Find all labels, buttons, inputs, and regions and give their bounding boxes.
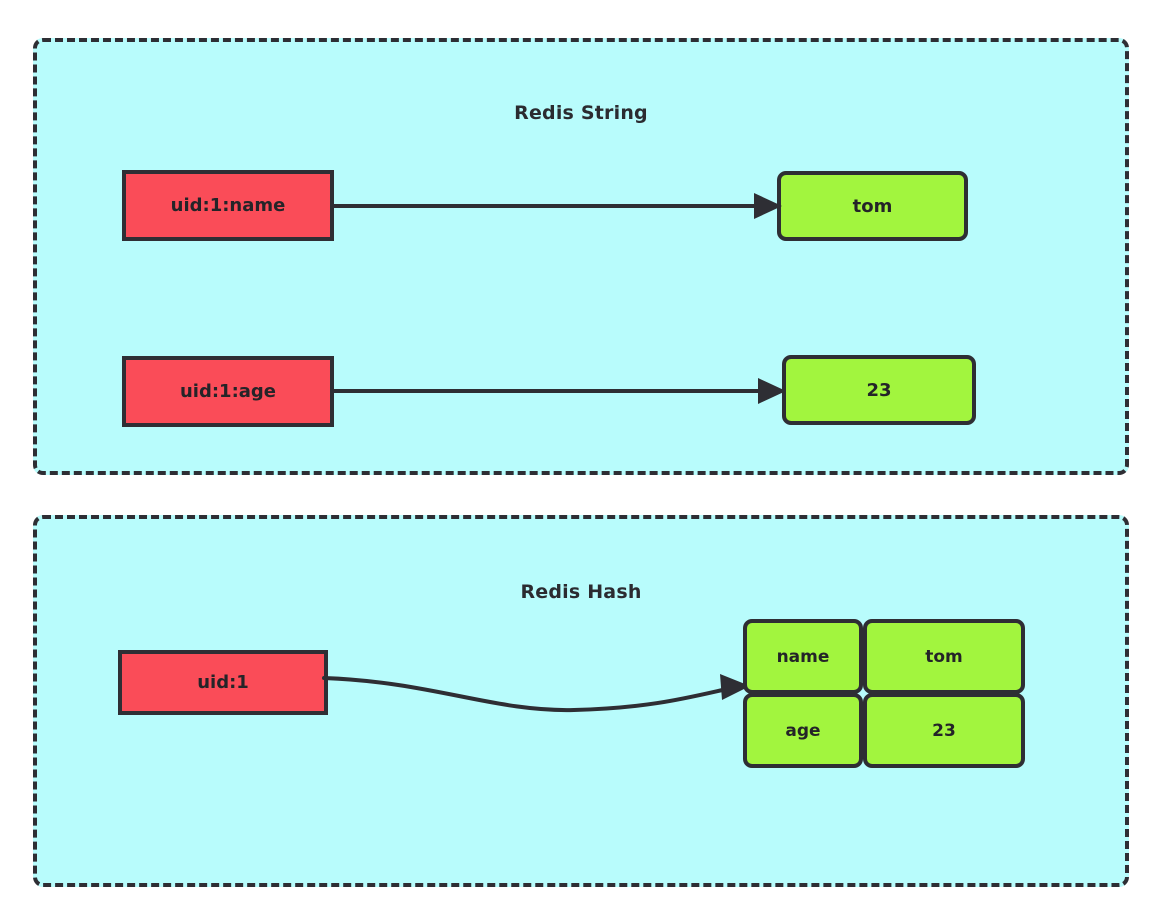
value-box-23: 23: [782, 355, 976, 425]
key-box-uid-1: uid:1: [118, 650, 328, 715]
section-title-redis-string: Redis String: [514, 102, 648, 124]
section-title-redis-hash: Redis Hash: [520, 581, 642, 603]
hash-cell-field-age: age: [743, 693, 863, 768]
key-box-uid-1-age: uid:1:age: [122, 356, 334, 427]
key-box-uid-1-name: uid:1:name: [122, 170, 334, 241]
hash-cell-value-23: 23: [863, 693, 1025, 768]
hash-cell-field-name: name: [743, 619, 863, 694]
value-box-tom: tom: [777, 171, 968, 241]
hash-cell-value-tom: tom: [863, 619, 1025, 694]
